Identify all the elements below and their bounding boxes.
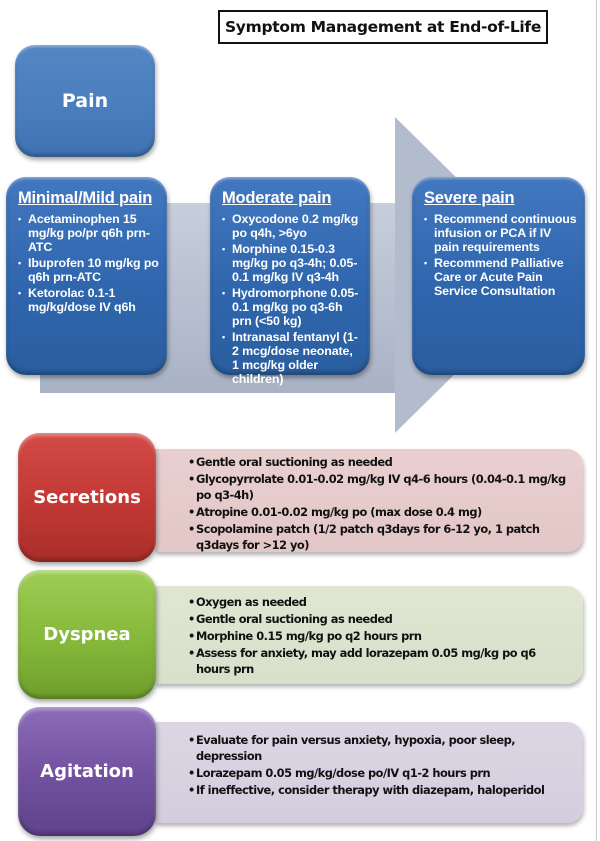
secretions-panel: Gentle oral suctioning as needed Glycopy… (155, 449, 583, 552)
dyspnea-panel: Oxygen as needed Gentle oral suctioning … (155, 586, 583, 684)
list-item: Gentle oral suctioning as needed (188, 454, 571, 470)
list-item: Hydromorphone 0.05-0.1 mg/kg po q3-6h pr… (222, 286, 362, 328)
list-item: Atropine 0.01-0.02 mg/kg po (max dose 0.… (188, 504, 571, 520)
stage-list: Oxycodone 0.2 mg/kg po q4h, >6yo Morphin… (222, 212, 362, 386)
dyspnea-list: Oxygen as needed Gentle oral suctioning … (188, 594, 571, 677)
agitation-list: Evaluate for pain versus anxiety, hypoxi… (188, 732, 571, 798)
list-item: Recommend Palliative Care or Acute Pain … (424, 256, 577, 298)
list-item: Intranasal fentanyl (1-2 mcg/dose neonat… (222, 330, 362, 386)
stage-severe-pain: Severe pain Recommend continuous infusio… (412, 177, 585, 375)
agitation-label-box: Agitation (18, 707, 156, 836)
stage-title: Moderate pain (222, 189, 332, 207)
stage-mild-pain: Minimal/Mild pain Acetaminophen 15 mg/kg… (6, 177, 167, 375)
list-item: Ketorolac 0.1-1 mg/kg/dose IV q6h (18, 286, 159, 314)
list-item: Ibuprofen 10 mg/kg po q6h prn-ATC (18, 256, 159, 284)
list-item: Evaluate for pain versus anxiety, hypoxi… (188, 732, 571, 764)
list-item: Oxycodone 0.2 mg/kg po q4h, >6yo (222, 212, 362, 240)
list-item: Lorazepam 0.05 mg/kg/dose po/IV q1-2 hou… (188, 765, 571, 781)
stage-list: Recommend continuous infusion or PCA if … (424, 212, 577, 298)
list-item: If ineffective, consider therapy with di… (188, 782, 571, 798)
stage-moderate-pain: Moderate pain Oxycodone 0.2 mg/kg po q4h… (210, 177, 370, 386)
secretions-label-box: Secretions (18, 433, 156, 562)
stage-title: Severe pain (424, 189, 515, 207)
dyspnea-label-box: Dyspnea (18, 570, 156, 699)
stage-list: Acetaminophen 15 mg/kg po/pr q6h prn-ATC… (18, 212, 159, 314)
pain-header-box: Pain (15, 45, 155, 157)
list-item: Glycopyrrolate 0.01-0.02 mg/kg IV q4-6 h… (188, 471, 571, 503)
list-item: Assess for anxiety, may add lorazepam 0.… (188, 645, 571, 677)
list-item: Oxygen as needed (188, 594, 571, 610)
list-item: Gentle oral suctioning as needed (188, 611, 571, 627)
page-title: Symptom Management at End-of-Life (218, 10, 548, 44)
list-item: Recommend continuous infusion or PCA if … (424, 212, 577, 254)
stage-title: Minimal/Mild pain (18, 189, 153, 207)
list-item: Scopolamine patch (1/2 patch q3days for … (188, 521, 571, 553)
page-edge-rule (596, 0, 597, 841)
list-item: Acetaminophen 15 mg/kg po/pr q6h prn-ATC (18, 212, 159, 254)
list-item: Morphine 0.15-0.3 mg/kg po q3-4h; 0.05-0… (222, 242, 362, 284)
list-item: Morphine 0.15 mg/kg po q2 hours prn (188, 628, 571, 644)
secretions-list: Gentle oral suctioning as needed Glycopy… (188, 454, 571, 553)
agitation-panel: Evaluate for pain versus anxiety, hypoxi… (155, 722, 583, 823)
